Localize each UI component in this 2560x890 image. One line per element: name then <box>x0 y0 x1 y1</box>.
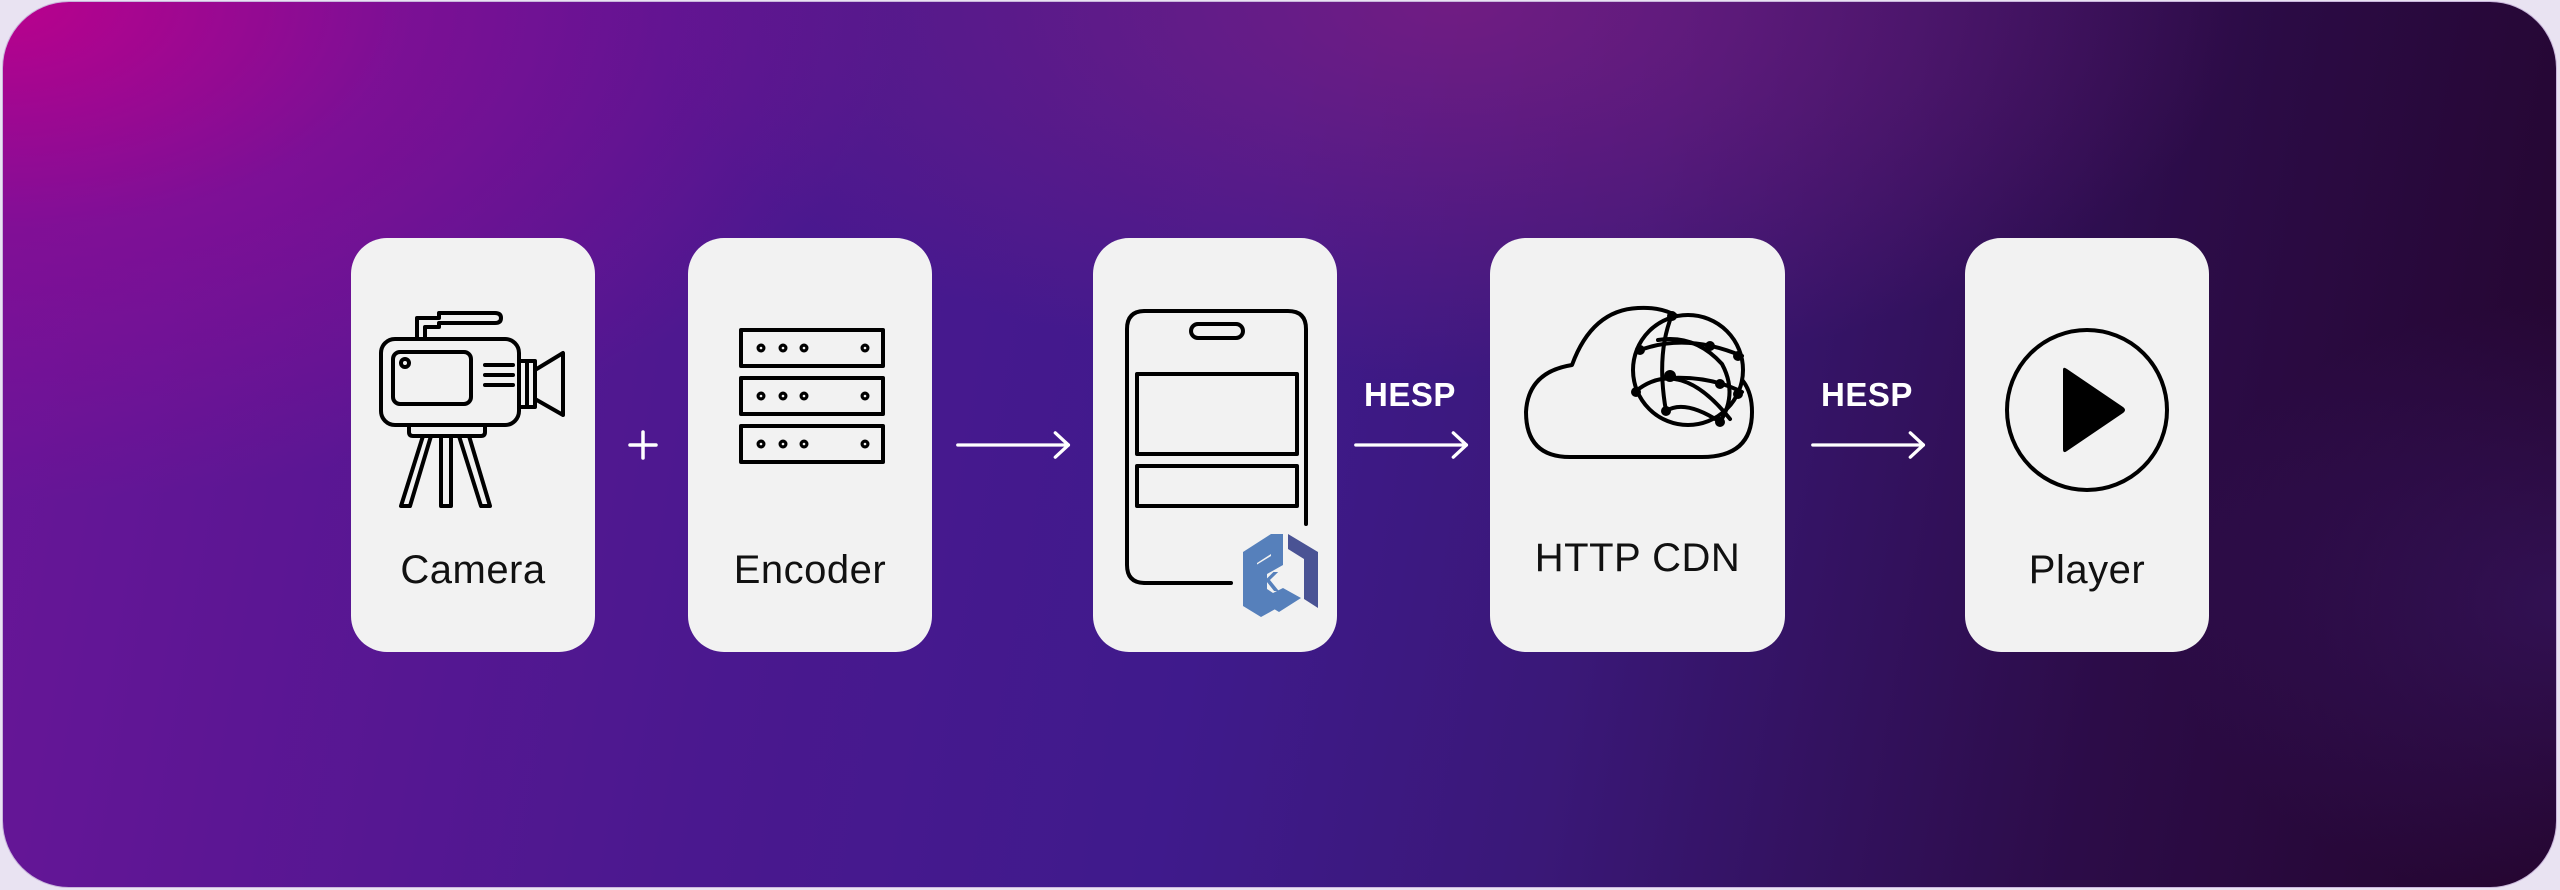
protocol-label-origin-cdn: HESP <box>1364 376 1456 413</box>
plus-connector-icon <box>628 430 658 460</box>
player-node: Player <box>1965 238 2209 652</box>
cloud-network-icon <box>1524 305 1754 459</box>
player-label: Player <box>2028 548 2146 592</box>
video-camera-tripod-icon <box>379 311 565 508</box>
arrow-right-icon <box>1811 431 1926 459</box>
kubernetes-logo-icon: K <box>1243 534 1318 617</box>
svg-text:K: K <box>1259 566 1279 597</box>
diagram-background: Camera Encoder <box>3 2 2556 887</box>
camera-label: Camera <box>400 548 546 592</box>
camera-node: Camera <box>351 238 595 652</box>
cdn-label: HTTP CDN <box>1534 536 1741 580</box>
play-circle-icon <box>2005 328 2169 492</box>
cdn-node: HTTP CDN <box>1490 238 1785 652</box>
arrow-right-icon <box>956 431 1071 459</box>
origin-node: K <box>1093 238 1337 652</box>
arrow-right-icon <box>1354 431 1469 459</box>
encoder-label: Encoder <box>733 548 887 592</box>
phone-kubernetes-icon: K <box>1125 309 1318 617</box>
protocol-label-cdn-player: HESP <box>1821 376 1913 413</box>
encoder-node: Encoder <box>688 238 932 652</box>
server-rack-icon <box>739 328 885 464</box>
